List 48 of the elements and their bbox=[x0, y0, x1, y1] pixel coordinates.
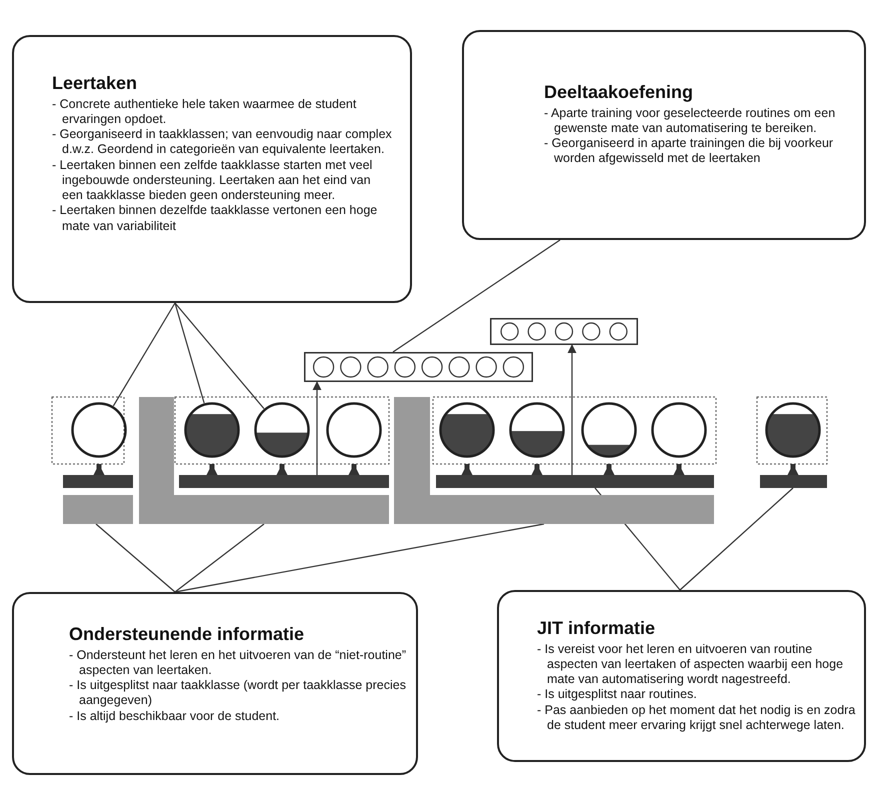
information-bar bbox=[179, 475, 389, 488]
task-circle bbox=[508, 401, 566, 459]
card-heading: JIT informatie bbox=[537, 618, 656, 640]
info-card bbox=[462, 30, 866, 240]
arrow bbox=[312, 381, 322, 475]
leader-line bbox=[392, 240, 560, 352]
task-circle bbox=[325, 401, 383, 459]
task-circle bbox=[580, 401, 638, 459]
bullet-item: - Leertaken binnen een zelfde taakklasse starten met veel ingebouwde ondersteuning. Leertaken aan het eind van een taakklasse bieden geen ondersteuning meer. bbox=[52, 158, 374, 204]
bullet-item: - Pas aanbieden op het moment dat het nodig is en zodra de student meer ervaring krijgt snel achterwege laten. bbox=[537, 702, 856, 734]
leader-line bbox=[174, 523, 544, 593]
task-circle bbox=[650, 401, 708, 459]
leader-line bbox=[680, 488, 794, 590]
arrow bbox=[568, 344, 576, 475]
support-bar bbox=[139, 397, 389, 524]
card-heading: Ondersteunende informatie bbox=[69, 624, 304, 646]
info-card bbox=[497, 590, 866, 762]
information-bar bbox=[436, 475, 714, 488]
card-heading: Deeltaakoefening bbox=[544, 82, 694, 104]
info-card bbox=[12, 35, 412, 303]
information-bar bbox=[63, 475, 133, 488]
leader-line bbox=[174, 302, 205, 404]
bullet-item: - Is altijd beschikbaar voor de student. bbox=[69, 708, 281, 724]
task-circle bbox=[70, 401, 128, 459]
bullet-item: - Concrete authentieke hele taken waarmee de student ervaringen opdoet. bbox=[52, 96, 358, 128]
task-circle bbox=[438, 401, 496, 459]
information-bar bbox=[760, 475, 827, 488]
practice-bar bbox=[490, 318, 638, 345]
task-circle bbox=[183, 401, 241, 459]
bullet-item: - Georganiseerd in aparte trainingen die bij voorkeur worden afgewisseld met de leertaken bbox=[544, 136, 834, 167]
bullet-item: - Ondersteunt het leren en het uitvoeren van de “niet-routine” aspecten van leertaken. bbox=[69, 648, 408, 678]
task-circle bbox=[764, 401, 822, 459]
task-circle bbox=[253, 401, 311, 459]
practice-bar bbox=[304, 352, 533, 382]
bullet-item: - Is vereist voor het leren en uitvoeren van routine aspecten van leertaken of aspecten waarbij een hoge mate van automatisering wordt nagestreefd. bbox=[537, 642, 844, 688]
card-heading: Leertaken bbox=[52, 73, 138, 95]
bullet-item: - Is uitgesplitst naar taakklasse (wordt per taakklasse precies aangegeven) bbox=[69, 678, 407, 709]
support-bar bbox=[63, 495, 133, 524]
leader-line bbox=[174, 302, 264, 409]
bullet-item: - Is uitgesplitst naar routines. bbox=[537, 687, 698, 703]
bullet-item: - Aparte training voor geselecteerde routines om een gewenste mate van automatisering te bereiken. bbox=[544, 106, 836, 136]
info-card bbox=[12, 592, 418, 775]
leader-line bbox=[96, 524, 176, 592]
bullet-item: - Georganiseerd in taakklassen; van eenvoudig naar complex d.w.z. Geordend in categorieën van equivalente leertaken. bbox=[52, 127, 392, 158]
support-bar bbox=[394, 397, 714, 524]
bullet-item: - Leertaken binnen dezelfde taakklasse vertonen een hoge mate van variabiliteit bbox=[52, 203, 378, 234]
leader-line bbox=[174, 524, 264, 592]
leader-line bbox=[112, 302, 176, 406]
